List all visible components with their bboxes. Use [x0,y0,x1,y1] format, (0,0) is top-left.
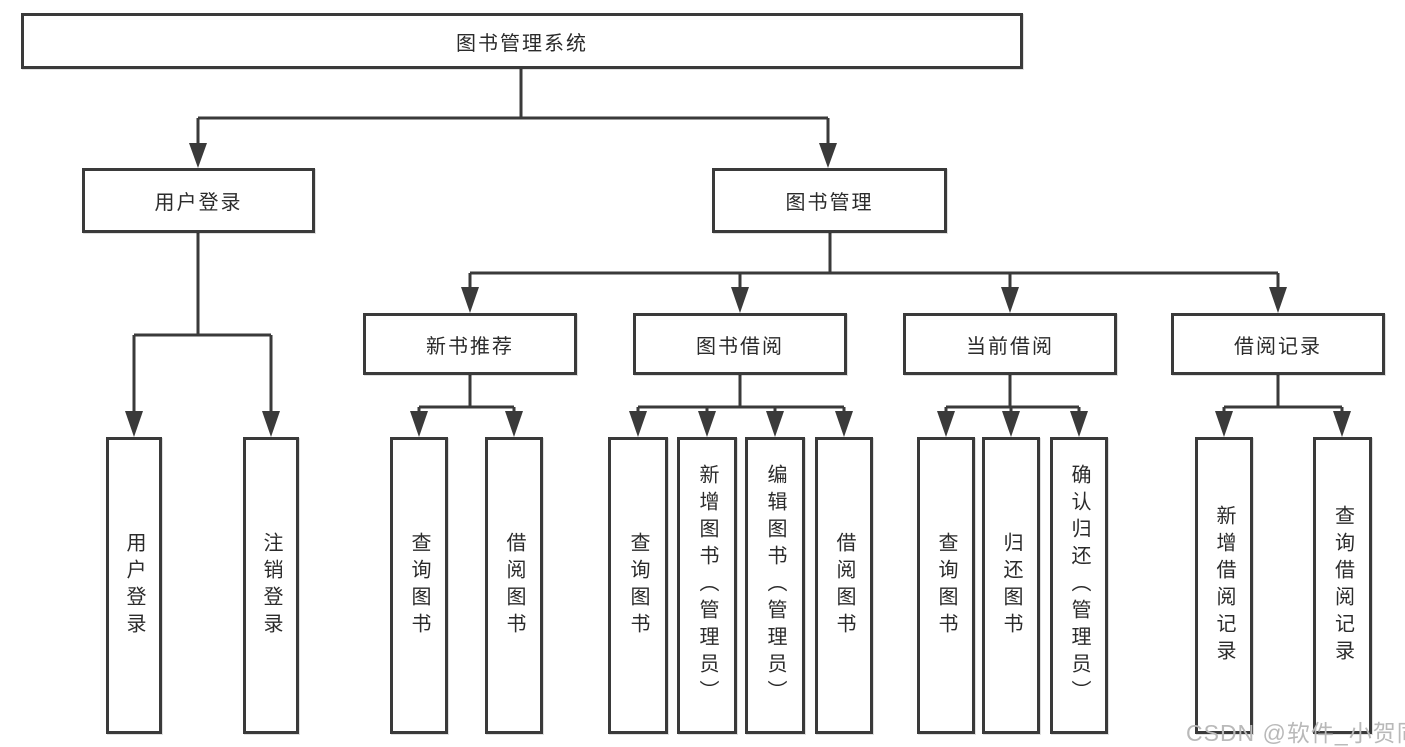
node-label: 注销登录 [260,531,282,640]
node-label: 归还图书 [1000,531,1022,640]
node-book-management: 图书管理 [712,168,947,233]
connector-borrow-records-to-leaves [1215,375,1351,437]
leaf-query-books-recommend: 查询图书 [390,437,448,734]
node-label: 图书管理 [785,192,874,214]
node-label: 图书管理系统 [456,32,588,55]
connector-current-borrow-to-leaves [937,375,1088,437]
leaf-add-borrow-record: 新增借阅记录 [1195,437,1253,734]
leaf-user-login: 用户登录 [106,437,162,734]
node-label: 查询借阅记录 [1331,504,1354,667]
leaf-confirm-return-admin: 确认归还（管理员） [1050,437,1108,734]
node-label: 当前借阅 [966,335,1054,358]
node-label: 用户登录 [123,531,145,640]
node-label: 查询图书 [627,531,649,640]
leaf-query-borrow-record: 查询借阅记录 [1313,437,1372,734]
node-label: 新增图书（管理员） [696,464,718,707]
node-new-book-recommend: 新书推荐 [363,313,577,375]
node-label: 新书推荐 [426,335,514,358]
node-current-borrowing: 当前借阅 [903,313,1117,375]
node-borrow-records: 借阅记录 [1171,313,1385,375]
csdn-watermark: CSDN @软件_小贺同学 [1186,720,1405,746]
leaf-borrow-books-recommend: 借阅图书 [485,437,543,734]
leaf-logout: 注销登录 [243,437,299,734]
node-user-login: 用户登录 [82,168,315,233]
node-label: 图书借阅 [696,335,784,358]
node-label: 查询图书 [935,531,957,640]
connector-book-mgmt-to-level2 [461,233,1287,313]
leaf-query-books-borrowing: 查询图书 [608,437,668,734]
node-label: 新增借阅记录 [1213,504,1235,667]
node-label: 借阅记录 [1234,335,1322,358]
node-book-borrowing: 图书借阅 [633,313,847,375]
connector-root-to-level1 [189,69,837,168]
leaf-edit-books-admin: 编辑图书（管理员） [745,437,805,734]
node-label: 用户登录 [154,192,243,214]
node-label: 查询图书 [408,531,430,640]
leaf-query-books-current: 查询图书 [917,437,975,734]
node-label: 确认归还（管理员） [1068,464,1090,707]
leaf-add-books-admin: 新增图书（管理员） [677,437,737,734]
node-label: 借阅图书 [833,531,855,640]
connector-new-book-rec-to-leaves [410,375,523,437]
node-library-management-system: 图书管理系统 [21,13,1023,69]
connector-book-borrow-to-leaves [629,375,853,437]
leaf-borrow-books-borrowing: 借阅图书 [815,437,873,734]
leaf-return-books: 归还图书 [982,437,1040,734]
node-label: 编辑图书（管理员） [764,464,786,707]
connector-user-login-to-leaves [125,233,280,437]
node-label: 借阅图书 [503,531,525,640]
